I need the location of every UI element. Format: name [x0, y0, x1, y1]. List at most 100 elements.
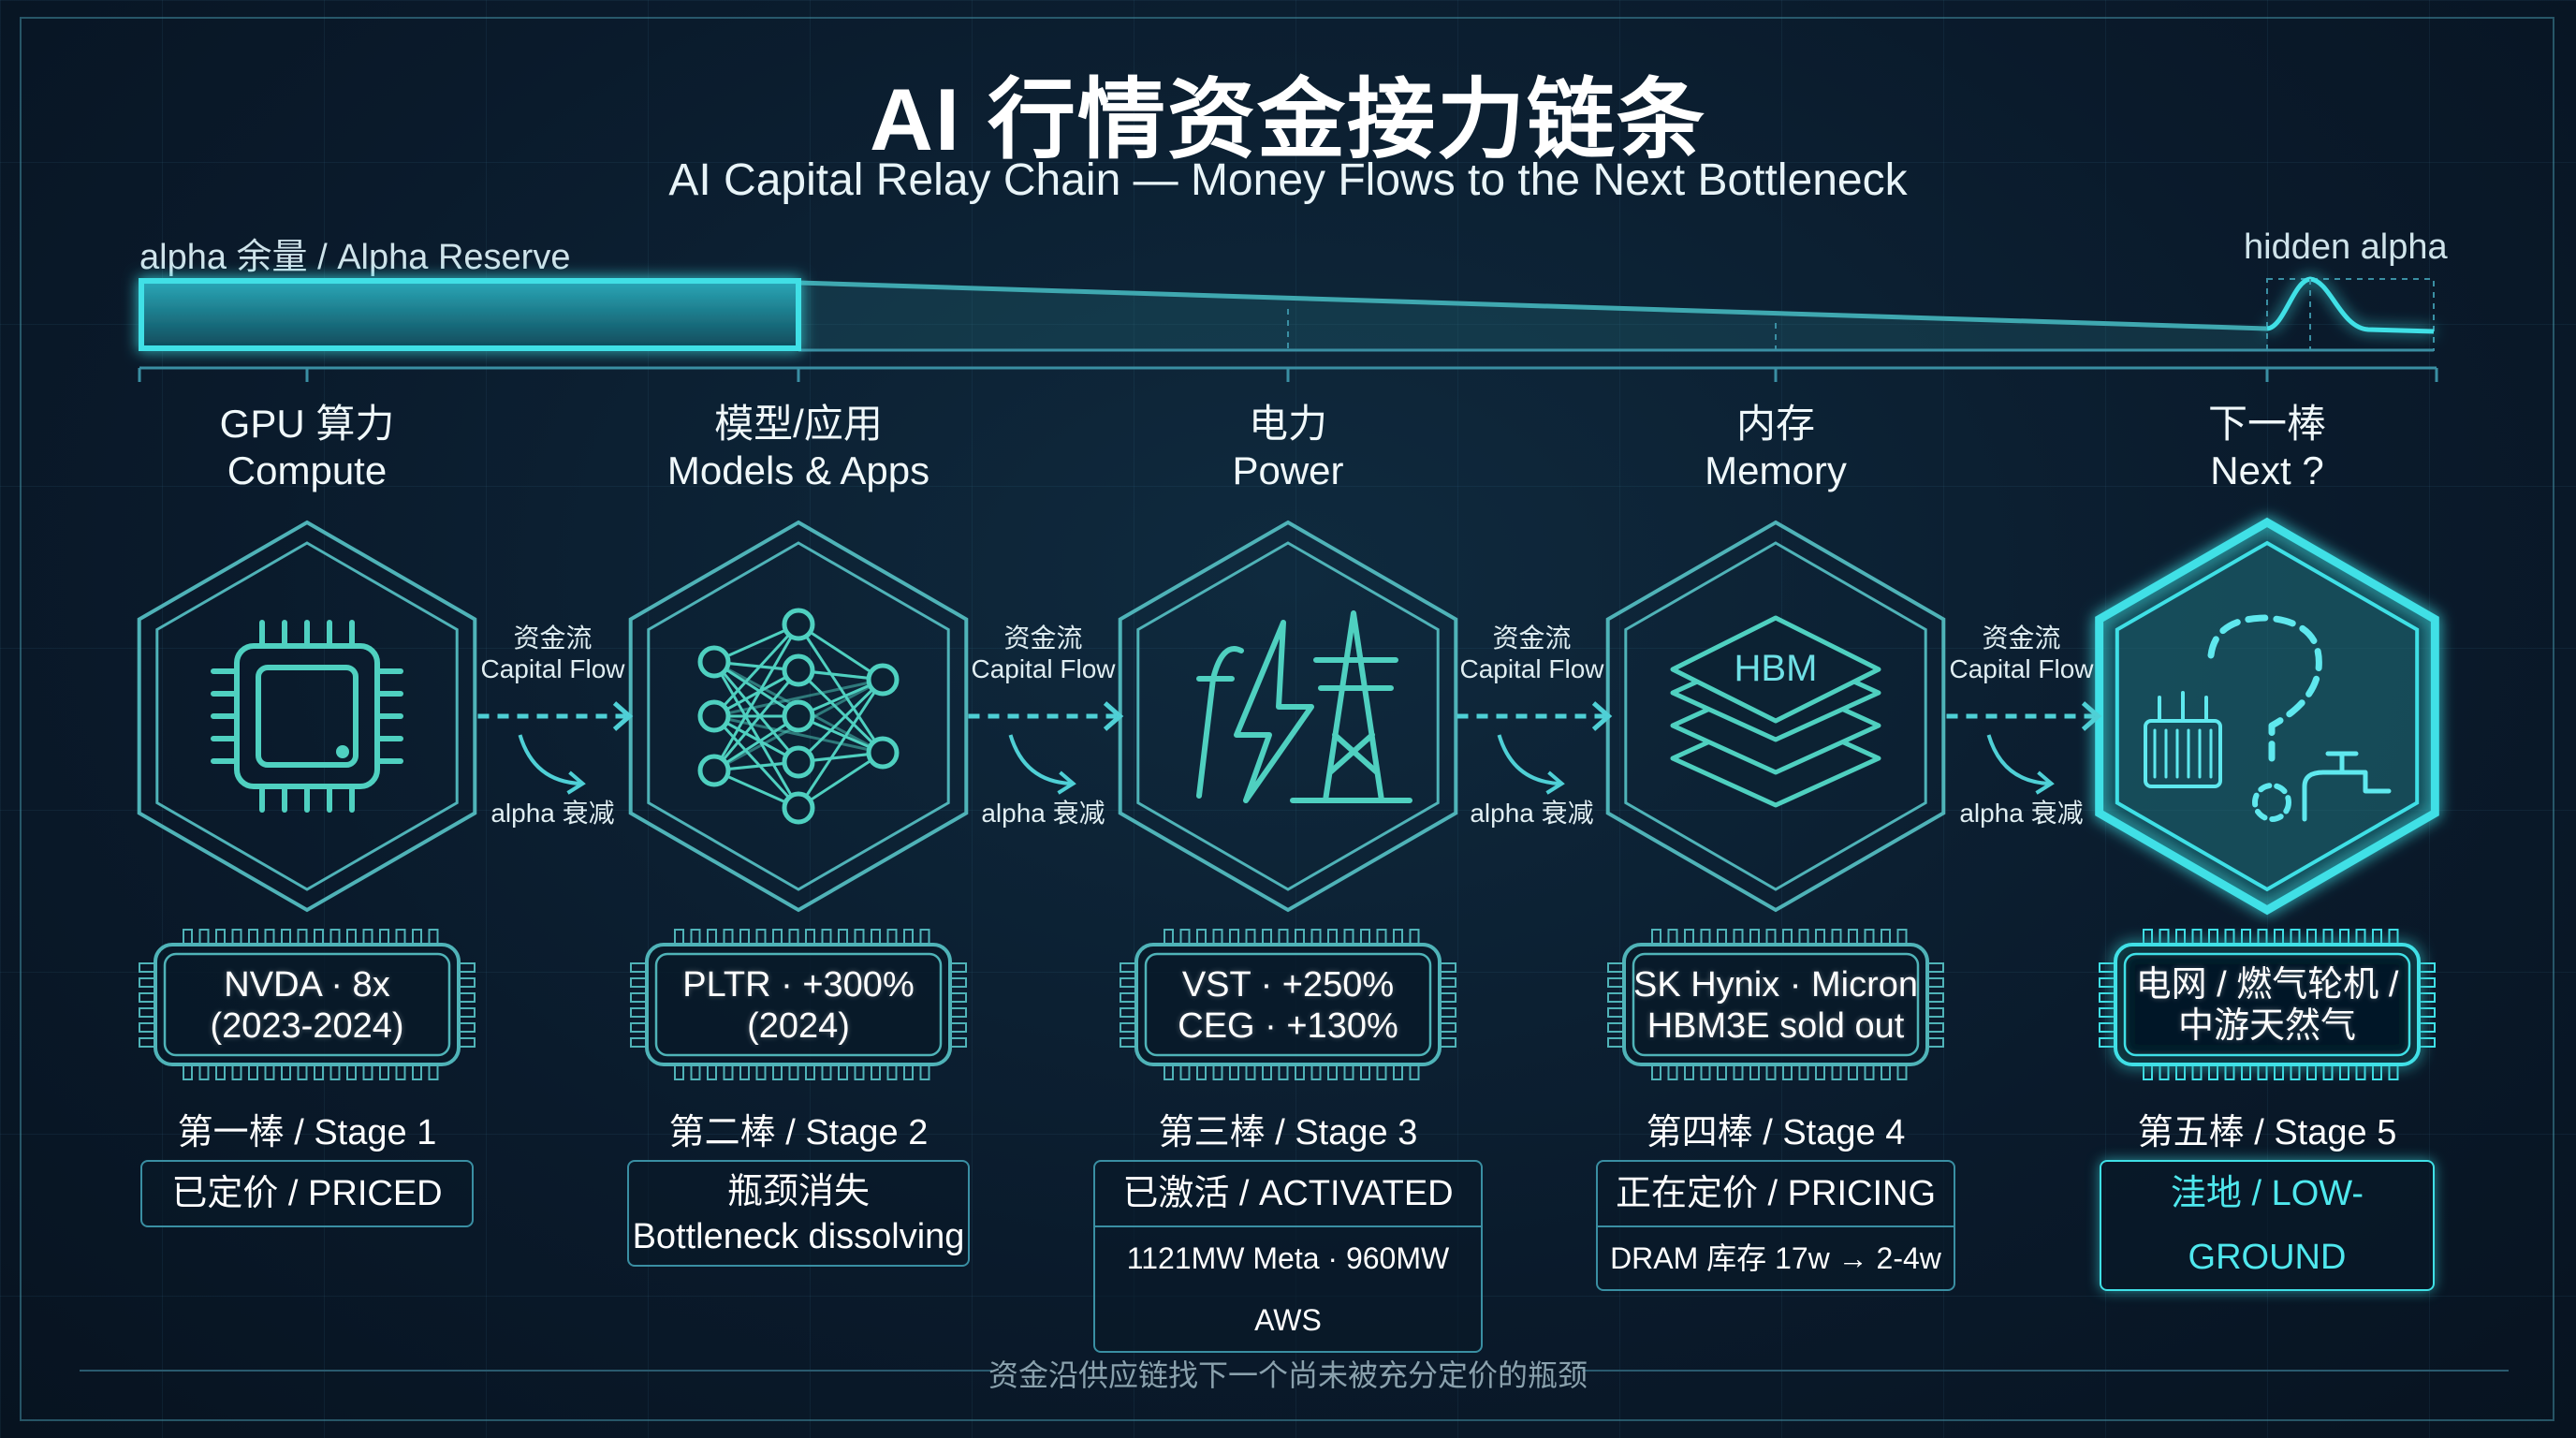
stage-axis — [138, 366, 2438, 382]
capital-flow-arrow — [1946, 701, 2102, 795]
stage-hexagon — [1605, 520, 1946, 913]
hidden-alpha-peak — [2266, 276, 2435, 334]
status-text-2: Bottleneck dissolving — [632, 1217, 965, 1256]
stage-title-cn: 内存 — [1735, 402, 1815, 446]
hidden-alpha-box — [2266, 278, 2435, 351]
alpha-decay-arrow — [1497, 734, 1560, 785]
status-text: 正在定价 / PRICING — [1615, 1174, 1937, 1213]
stage-title-en: Power — [1232, 448, 1344, 492]
stage-hexagon — [137, 520, 477, 913]
stage-title-cn: 下一棒 — [2207, 402, 2327, 446]
status-text: 已定价 / PRICED — [171, 1174, 443, 1213]
stage-hexagon — [1118, 520, 1458, 913]
stage-title-en: Next ? — [2210, 448, 2324, 492]
chip-line: SK Hynix · Micron — [1632, 965, 1919, 1005]
chip-line: HBM3E sold out — [1647, 1006, 1905, 1046]
status-text: 已激活 / ACTIVATED — [1122, 1174, 1454, 1213]
alpha-decay-label: alpha 衰减 — [1470, 799, 1594, 828]
chip-line: 中游天然气 — [2177, 1006, 2357, 1046]
status-badge: 瓶颈消失 Bottleneck dissolving — [627, 1160, 970, 1267]
power-tower-icon — [1196, 610, 1412, 803]
alpha-decay-label: alpha 衰减 — [490, 799, 615, 828]
status-badge: 已激活 / ACTIVATED 1121MW Meta · 960MW AWS — [1093, 1160, 1483, 1353]
stage-number: 第一棒 / Stage 1 — [177, 1113, 437, 1152]
capital-flow-cn: 资金流 — [513, 624, 593, 653]
stage-hexagon — [628, 520, 969, 913]
chip-box — [139, 929, 476, 1080]
status-badge: 洼地 / LOW-GROUND — [2100, 1160, 2435, 1291]
chip-text: VST · +250%CEG · +130% — [1178, 964, 1398, 1047]
chip-icon — [211, 620, 403, 813]
stage-title-cn: GPU 算力 — [219, 402, 395, 446]
stage-title-en: Compute — [227, 448, 388, 492]
stage-number: 第四棒 / Stage 4 — [1646, 1113, 1906, 1152]
chip-line: NVDA · 8x — [224, 965, 390, 1005]
outer-frame — [20, 17, 2554, 1421]
capital-flow-en: Capital Flow — [1459, 654, 1604, 683]
alpha-reserve-fill — [139, 278, 801, 351]
stage-number: 第五棒 / Stage 5 — [2137, 1113, 2397, 1152]
chip-line: (2023-2024) — [210, 1006, 404, 1046]
status-badge: 正在定价 / PRICING DRAM 库存 17w → 2-4w — [1596, 1160, 1955, 1291]
stage-title-cn: 电力 — [1248, 402, 1327, 446]
chip-line: PLTR · +300% — [682, 965, 915, 1005]
alpha-decay-area — [798, 283, 2267, 350]
hbm-label: HBM — [1734, 648, 1818, 689]
question-transformer-icon — [2144, 614, 2392, 822]
capital-flow-cn: 资金流 — [1492, 624, 1572, 653]
page-subtitle: AI Capital Relay Chain — Money Flows to … — [668, 155, 1908, 205]
footer-caption: 资金沿供应链找下一个尚未被充分定价的瓶颈 — [988, 1358, 1588, 1392]
chip-box — [2099, 929, 2436, 1080]
chip-text: NVDA · 8x(2023-2024) — [210, 964, 403, 1047]
capital-flow-arrow — [1456, 701, 1613, 795]
chip-text: PLTR · +300%(2024) — [682, 964, 914, 1047]
capital-flow-en: Capital Flow — [1949, 654, 2094, 683]
stage-number: 第二棒 / Stage 2 — [668, 1113, 929, 1152]
status-detail: 1121MW Meta · 960MW AWS — [1095, 1225, 1481, 1351]
chip-line: (2024) — [747, 1006, 850, 1046]
chip-text: 电网 / 燃气轮机 /中游天然气 — [2136, 964, 2399, 1047]
capital-flow-en: Capital Flow — [480, 654, 625, 683]
alpha-decay-label: alpha 衰减 — [1959, 799, 2084, 828]
stage-title-cn: 模型/应用 — [714, 402, 883, 446]
status-text: 瓶颈消失 — [726, 1172, 870, 1211]
capital-flow-cn: 资金流 — [1982, 624, 2061, 653]
capital-flow-cn: 资金流 — [1003, 624, 1083, 653]
chip-box — [630, 929, 967, 1080]
status-text: 洼地 / LOW-GROUND — [2170, 1174, 2364, 1277]
capital-flow-arrow — [968, 701, 1124, 795]
alpha-decay-label: alpha 衰减 — [981, 799, 1105, 828]
alpha-decay-arrow — [518, 734, 581, 785]
page-title: AI 行情资金接力链条 — [869, 70, 1707, 169]
chip-box — [1607, 929, 1944, 1080]
capital-flow-en: Capital Flow — [971, 654, 1116, 683]
alpha-reserve-label: alpha 余量 / Alpha Reserve — [139, 238, 571, 277]
neural-network-icon — [697, 608, 900, 825]
stage-hexagon — [2095, 517, 2439, 916]
alpha-decay-arrow — [1986, 734, 2050, 785]
status-badge: 已定价 / PRICED — [140, 1160, 474, 1227]
hbm-memory-icon: HBM — [1670, 615, 1881, 808]
chip-line: VST · +250% — [1181, 965, 1395, 1005]
status-detail: DRAM 库存 17w → 2-4w — [1598, 1225, 1954, 1289]
alpha-decay-line — [798, 280, 2268, 331]
stage-title-en: Memory — [1705, 448, 1847, 492]
capital-flow-arrow — [477, 701, 634, 795]
alpha-decay-arrow — [1008, 734, 1072, 785]
stage-title-en: Models & Apps — [666, 448, 930, 492]
chip-line: CEG · +130% — [1178, 1006, 1398, 1046]
stage-number: 第三棒 / Stage 3 — [1158, 1113, 1418, 1152]
chip-box — [1120, 929, 1456, 1080]
hidden-alpha-label: hidden alpha — [2244, 227, 2448, 267]
